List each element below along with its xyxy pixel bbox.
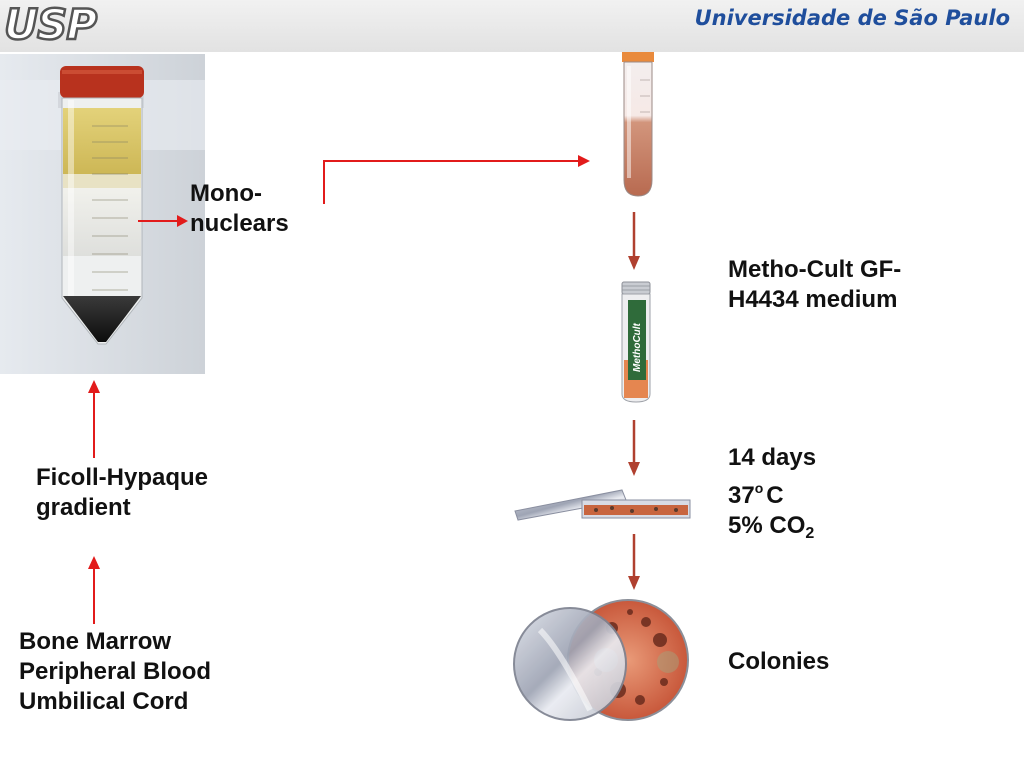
label-line: gradient — [36, 493, 208, 523]
ficoll-layer — [63, 188, 141, 256]
ficoll-tube-photo — [0, 54, 205, 374]
label-line: nuclears — [190, 209, 289, 239]
methocult-vial: MethoCult — [622, 282, 650, 402]
arrow-down-1 — [628, 212, 640, 270]
label-mononuclears: Mono- nuclears — [190, 179, 289, 239]
arrow-to-methylcellulose — [324, 155, 590, 204]
incubation-co2: 5% CO2 — [728, 511, 816, 549]
cell-suspension-tube — [622, 52, 654, 196]
incubation-days: 14 days — [728, 443, 816, 473]
dish-lid-top — [514, 608, 626, 720]
label-line: Umbilical Cord — [19, 687, 211, 717]
arrow-up-to-gradient — [88, 556, 100, 624]
degree-symbol: o — [755, 480, 764, 496]
label-cell-sources: Bone Marrow Peripheral Blood Umbilical C… — [19, 627, 211, 717]
vial-label-text: MethoCult — [632, 322, 643, 372]
label-line: Bone Marrow — [19, 627, 211, 657]
test-tube-cap — [622, 52, 654, 62]
temperature-unit: C — [766, 482, 783, 509]
colonies-dish — [514, 600, 688, 720]
arrow-down-3 — [628, 534, 640, 590]
label-line: Metho-Cult GF- — [728, 255, 901, 285]
label-ficoll-gradient: Ficoll-Hypaque gradient — [36, 463, 208, 523]
arrow-down-2 — [628, 420, 640, 476]
co2-label: 5% CO — [728, 512, 805, 539]
temperature-value: 37 — [728, 482, 755, 509]
petri-dish-incubation — [515, 490, 690, 520]
label-line: Ficoll-Hypaque — [36, 463, 208, 493]
arrow-up-to-tube — [88, 380, 100, 458]
label-colonies: Colonies — [728, 647, 829, 677]
plasma-layer — [63, 108, 141, 174]
co2-subscript: 2 — [805, 525, 814, 542]
label-line: H4434 medium — [728, 285, 901, 315]
label-line: Peripheral Blood — [19, 657, 211, 687]
label-line: Mono- — [190, 179, 289, 209]
label-methocult-medium: Metho-Cult GF- H4434 medium — [728, 255, 901, 315]
